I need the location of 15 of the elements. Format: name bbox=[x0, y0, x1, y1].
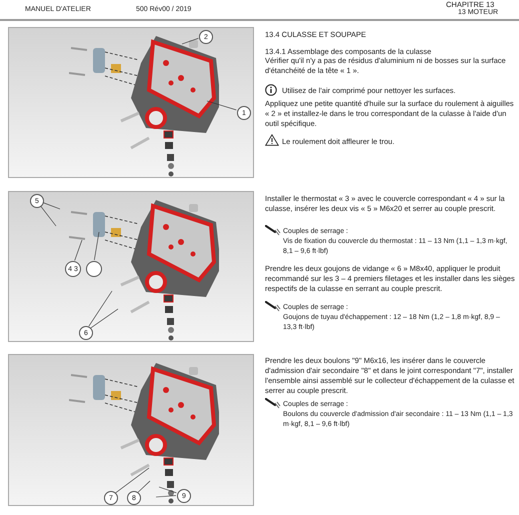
illustration-panel bbox=[8, 354, 254, 506]
leader-line bbox=[156, 495, 176, 498]
illustration-panel bbox=[8, 191, 254, 342]
leader-line bbox=[182, 38, 199, 44]
leader-line bbox=[206, 100, 237, 110]
leader-line bbox=[88, 290, 112, 326]
leader-line bbox=[40, 205, 56, 226]
leader-line bbox=[115, 468, 150, 494]
leader-line bbox=[42, 202, 60, 210]
leader-line bbox=[90, 308, 118, 328]
leader-line bbox=[138, 480, 150, 492]
leader-line bbox=[158, 486, 177, 494]
leader-line bbox=[74, 240, 82, 261]
illustration-panel bbox=[8, 27, 254, 178]
leader-line bbox=[94, 232, 100, 260]
